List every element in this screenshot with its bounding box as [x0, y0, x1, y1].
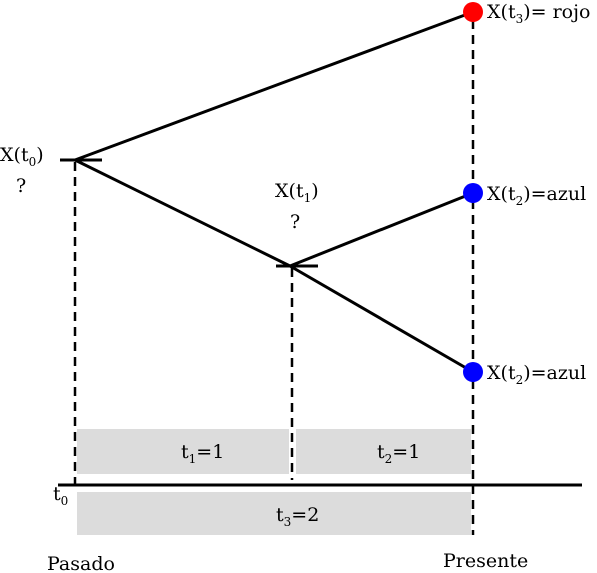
leaf-label-blue-bottom: X(t2)=azul: [487, 362, 586, 387]
present-label: Presente: [443, 550, 528, 572]
branch-internal-to-blue-top: [289, 191, 474, 268]
leaf-label-blue-top: X(t2)=azul: [487, 183, 586, 208]
leaf-dot-red: [463, 2, 483, 22]
interval-label-t3: t3=2: [276, 504, 319, 529]
interval-band-t2: [296, 429, 471, 474]
internal-question: ?: [290, 211, 300, 233]
branch-root-to-internal: [74, 158, 291, 268]
interval-band-t1: [77, 429, 289, 474]
branch-root-to-red: [74, 10, 474, 162]
root-question: ?: [16, 175, 26, 197]
interval-band-t3: [77, 492, 471, 535]
leaf-dot-blue-top: [463, 183, 483, 203]
interval-label-t2: t2=1: [377, 441, 420, 466]
interval-label-t1: t1=1: [181, 441, 224, 466]
branch-internal-to-blue-bottom: [289, 264, 474, 374]
axis-origin-label: t0: [53, 483, 68, 508]
leaf-label-red: X(t3)= rojo: [487, 1, 590, 26]
root-label: X(t0): [0, 144, 44, 169]
internal-label: X(t1): [275, 180, 319, 205]
leaf-dot-blue-bottom: [463, 362, 483, 382]
past-label: Pasado: [47, 553, 115, 573]
